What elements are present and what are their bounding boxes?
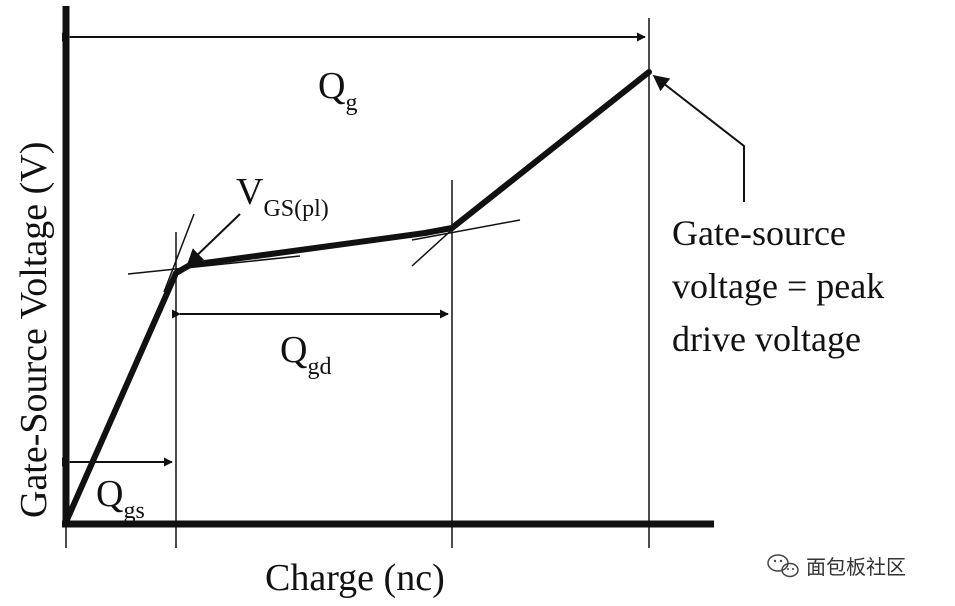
gate-charge-curve: [63, 69, 652, 525]
qgd-label: Qgd: [280, 329, 331, 380]
watermark: 面包板社区: [767, 554, 906, 579]
peak-leader-arrow: [652, 75, 745, 202]
watermark-text: 面包板社区: [806, 555, 906, 579]
vgs-pl-leader-arrow: [186, 213, 241, 266]
tangent-line-plateau-start: [127, 255, 301, 275]
wechat-icon: [767, 554, 799, 578]
tangent-line-rise: [163, 213, 195, 293]
vgs-pl-label: VGS(pl): [236, 171, 329, 222]
qgs-label: Qgs: [96, 473, 145, 524]
x-axis-label: Charge (nc): [265, 557, 445, 599]
peak-annotation-line-2: voltage = peak: [672, 266, 884, 306]
y-axis-label: Gate-Source Voltage (V): [13, 142, 55, 518]
qg-label: Qg: [318, 65, 357, 116]
peak-annotation-line-3: drive voltage: [672, 319, 861, 359]
tangent-line-plateau-end: [411, 219, 521, 241]
peak-annotation-line-1: Gate-source: [672, 213, 846, 253]
